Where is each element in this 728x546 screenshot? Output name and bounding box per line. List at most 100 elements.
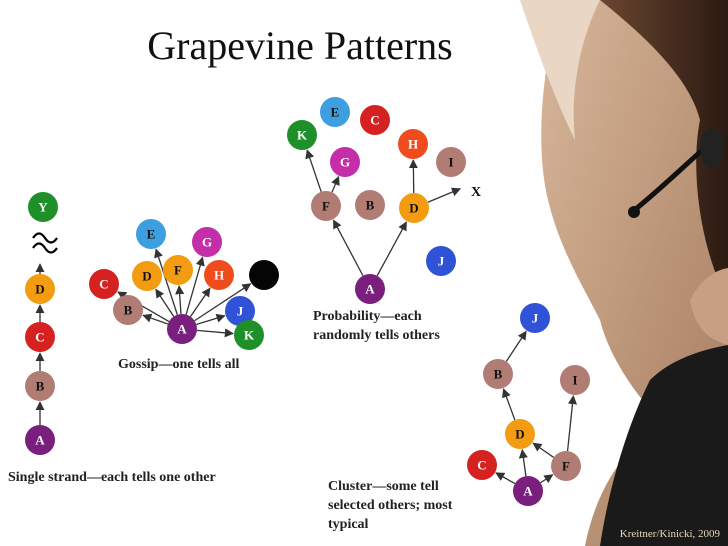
node-ss-C: C bbox=[25, 322, 55, 352]
edge-cl-A-to-cl-C bbox=[495, 472, 516, 485]
node-cl-A: A bbox=[513, 476, 543, 506]
node-circle bbox=[163, 255, 193, 285]
node-circle bbox=[360, 105, 390, 135]
node-label: B bbox=[124, 303, 133, 318]
edge-go-A-to-go-K bbox=[196, 328, 234, 338]
node-circle bbox=[467, 450, 497, 480]
page-title: Grapevine Patterns bbox=[147, 23, 453, 68]
node-circle bbox=[136, 219, 166, 249]
node-go-E: E bbox=[136, 219, 166, 249]
edge-pr-F-to-pr-K bbox=[305, 149, 322, 192]
node-label: I bbox=[572, 373, 577, 388]
node-circle bbox=[311, 191, 341, 221]
node-go-K: K bbox=[234, 320, 264, 350]
node-circle bbox=[113, 295, 143, 325]
node-circle bbox=[287, 120, 317, 150]
edge-go-A-to-go-J bbox=[196, 313, 226, 326]
node-cl-J: J bbox=[520, 303, 550, 333]
node-cl-B: B bbox=[483, 359, 513, 389]
edge-go-A-to-go-blank bbox=[194, 283, 252, 322]
edges-layer bbox=[35, 149, 578, 485]
edge-pr-A-to-pr-D bbox=[376, 221, 407, 277]
node-circle bbox=[399, 193, 429, 223]
cluster-caption: Cluster—some tell selected others; most … bbox=[328, 479, 453, 532]
node-label: A bbox=[523, 484, 533, 499]
node-circle bbox=[249, 260, 279, 290]
edge-pr-F-to-pr-G bbox=[331, 175, 340, 193]
node-label: J bbox=[237, 304, 244, 319]
edge-go-A-to-go-E bbox=[154, 248, 178, 315]
node-circle bbox=[551, 451, 581, 481]
break-symbol bbox=[32, 232, 58, 254]
node-cl-I: I bbox=[560, 365, 590, 395]
node-label: J bbox=[532, 311, 539, 326]
node-circle bbox=[330, 147, 360, 177]
probability-caption: Probability—each randomly tells others bbox=[313, 309, 440, 343]
node-label: C bbox=[99, 277, 108, 292]
node-circle bbox=[505, 419, 535, 449]
node-circle bbox=[320, 97, 350, 127]
single-strand-caption: Single strand—each tells one other bbox=[8, 470, 216, 485]
node-circle bbox=[25, 371, 55, 401]
node-circle bbox=[355, 190, 385, 220]
node-circle bbox=[167, 314, 197, 344]
node-label: K bbox=[244, 328, 255, 343]
node-label: Y bbox=[38, 200, 48, 215]
node-label: C bbox=[370, 113, 379, 128]
node-label: G bbox=[202, 235, 212, 250]
node-cl-D: D bbox=[505, 419, 535, 449]
node-pr-K: K bbox=[287, 120, 317, 150]
node-circle bbox=[426, 246, 456, 276]
node-go-G: G bbox=[192, 227, 222, 257]
edge-go-A-to-go-D bbox=[155, 288, 175, 317]
edge-pr-D-to-pr-X bbox=[427, 187, 461, 203]
node-pr-E: E bbox=[320, 97, 350, 127]
node-label: B bbox=[494, 367, 503, 382]
node-go-C: C bbox=[89, 269, 119, 299]
node-label: B bbox=[366, 198, 375, 213]
node-pr-G: G bbox=[330, 147, 360, 177]
node-label: A bbox=[35, 433, 45, 448]
node-circle bbox=[132, 261, 162, 291]
node-circle bbox=[25, 274, 55, 304]
node-go-B: B bbox=[113, 295, 143, 325]
node-label: F bbox=[562, 459, 570, 474]
node-cl-F: F bbox=[551, 451, 581, 481]
edge-go-A-to-go-G bbox=[185, 256, 205, 315]
node-label: B bbox=[36, 379, 45, 394]
node-label: K bbox=[297, 128, 308, 143]
edge-pr-A-to-pr-F bbox=[332, 219, 364, 277]
node-label: F bbox=[174, 263, 182, 278]
edge-cl-F-to-cl-I bbox=[566, 395, 578, 452]
node-ss-A: A bbox=[25, 425, 55, 455]
node-label: D bbox=[35, 282, 44, 297]
node-pr-D: D bbox=[399, 193, 429, 223]
node-label: E bbox=[147, 227, 156, 242]
edge-cl-F-to-cl-D bbox=[532, 442, 555, 458]
node-label: F bbox=[322, 199, 330, 214]
node-circle bbox=[89, 269, 119, 299]
node-pr-C: C bbox=[360, 105, 390, 135]
node-label: E bbox=[331, 105, 340, 120]
edge-cl-B-to-cl-J bbox=[505, 330, 527, 362]
probability-x-label: X bbox=[471, 185, 481, 200]
node-label: D bbox=[515, 427, 524, 442]
node-pr-B: B bbox=[355, 190, 385, 220]
gossip-caption: Gossip—one tells all bbox=[118, 357, 240, 372]
node-ss-Y: Y bbox=[28, 192, 58, 222]
node-circle bbox=[436, 147, 466, 177]
edge-go-A-to-go-F bbox=[175, 285, 185, 315]
edge-go-A-to-go-B bbox=[142, 313, 169, 325]
node-circle bbox=[560, 365, 590, 395]
node-go-H: H bbox=[204, 260, 234, 290]
node-label: D bbox=[142, 269, 151, 284]
node-ss-D: D bbox=[25, 274, 55, 304]
edge-cl-A-to-cl-F bbox=[540, 474, 554, 484]
node-go-D: D bbox=[132, 261, 162, 291]
node-label: C bbox=[35, 330, 44, 345]
node-pr-F: F bbox=[311, 191, 341, 221]
node-label: A bbox=[365, 282, 375, 297]
node-circle bbox=[234, 320, 264, 350]
